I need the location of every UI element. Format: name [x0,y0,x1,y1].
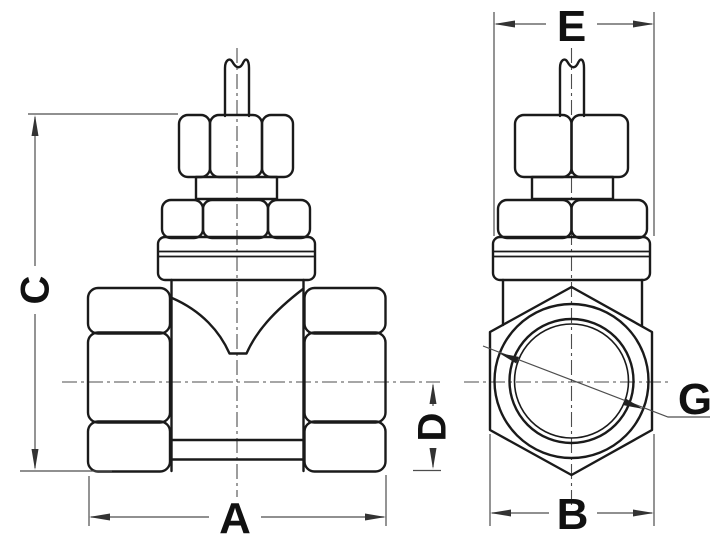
dim-b-arrow-left [490,509,511,517]
side-neck [530,175,615,201]
dimension-e [493,12,655,236]
front-left-port-face-bot [86,420,172,473]
side-port-thread-minor-circle [513,323,630,439]
thread-label-g: G [678,375,712,424]
dim-a-arrow-left [89,513,110,521]
front-flange [156,235,317,282]
front-body-seat-curve [170,287,305,355]
thread-arrow-upper-left [499,353,519,364]
front-lower-hex-face-right [266,198,312,240]
dimension-c [20,113,178,472]
dim-c-arrow-down [31,449,39,470]
dim-label-c: C [13,276,57,305]
dim-a-arrow-right [365,513,386,521]
front-right-port-face-top [303,286,387,335]
side-port-boss-circle [493,302,650,460]
side-lower-hex-face-left [496,198,573,240]
dim-e-arrow-left [494,20,515,28]
side-top-hex-face-right [570,113,630,179]
thread-leader-line [482,345,710,418]
front-top-hex-face-right [260,113,295,179]
dim-b-arrow-right [633,509,654,517]
dim-e-arrow-right [633,20,654,28]
dimension-d [413,383,441,472]
side-lower-hex-face-right [570,198,649,240]
dim-label-a: A [219,494,251,537]
side-view [488,58,654,477]
side-port-thread-major-circle [508,317,635,445]
thread-callout-g [482,345,710,418]
dim-label-d: D [410,413,454,442]
dimension-b [489,434,655,526]
dim-c-arrow-up [31,115,39,136]
thread-arrow-lower-right [623,398,643,409]
front-top-hex-face-mid [208,113,264,179]
dimension-a [88,475,387,526]
front-top-hex-face-left [177,113,212,179]
front-right-port-face-bot [303,420,387,473]
front-left-port-face-mid [86,331,172,424]
front-lower-hex-face-left [160,198,205,240]
dim-d-arrow-down [429,448,437,469]
side-stem [558,58,586,118]
side-top-hex-face-left [513,113,573,179]
front-view [86,58,387,473]
front-right-port-face-mid [303,331,387,424]
front-stem [223,58,251,118]
front-lower-hex-face-mid [201,198,270,240]
dim-label-b: B [557,490,589,537]
side-flange [491,235,652,282]
front-left-port-face-top [86,286,172,335]
dim-d-arrow-up [429,383,437,404]
side-port-hexagon [488,285,654,477]
dim-label-e: E [557,2,586,51]
